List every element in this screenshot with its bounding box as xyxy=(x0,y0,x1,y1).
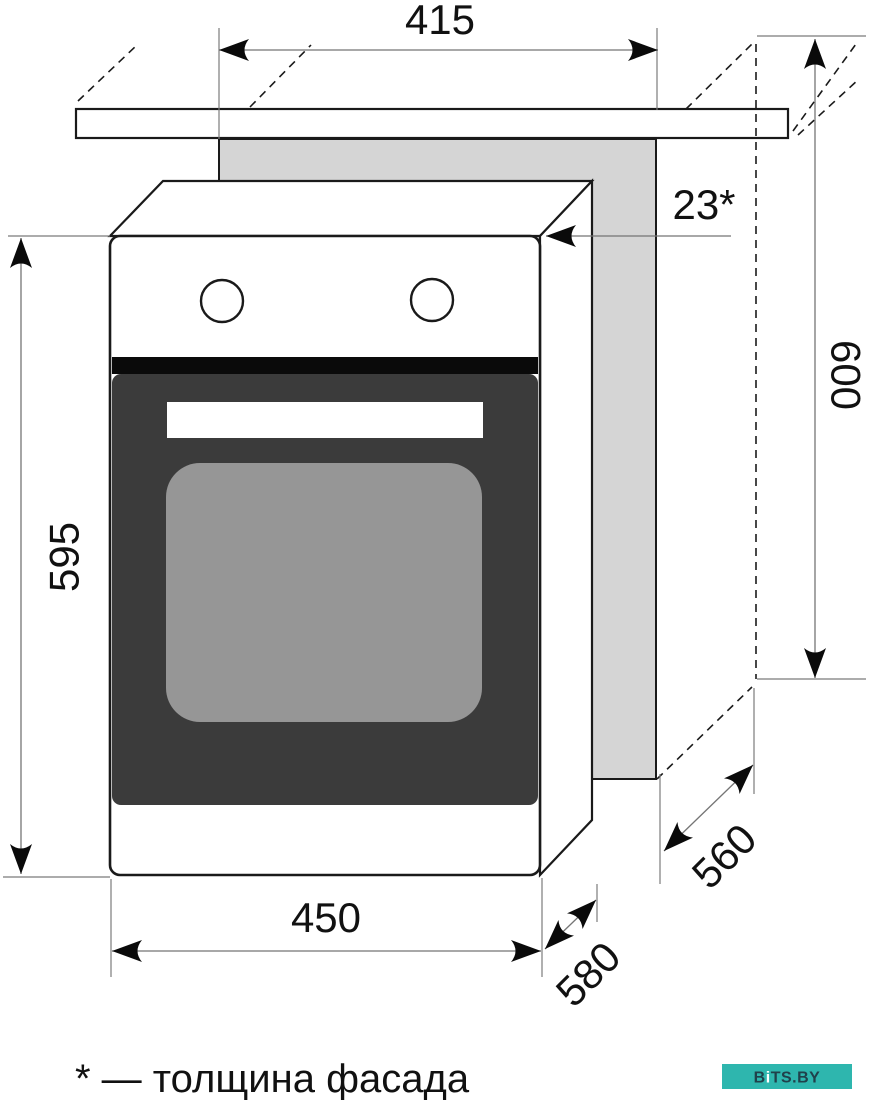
watermark-background xyxy=(722,1064,852,1089)
arrowhead-left xyxy=(219,39,249,61)
dimension-label-600: 600 xyxy=(822,340,869,410)
arrowhead-up xyxy=(10,238,32,268)
dashed-edge-right-2 xyxy=(792,43,857,132)
dimension-label-595: 595 xyxy=(41,522,88,592)
dimension-600: 600 xyxy=(757,35,869,680)
arrowhead-up xyxy=(804,39,826,69)
arrowhead-sw xyxy=(545,920,574,949)
door-vent-slot xyxy=(167,402,483,438)
oven xyxy=(107,178,595,878)
arrowhead-left xyxy=(546,225,576,247)
dimension-595: 595 xyxy=(3,235,110,878)
watermark-text: BiTS.BY xyxy=(754,1070,821,1087)
door-glass-window xyxy=(166,463,482,722)
arrowhead-ne xyxy=(567,900,596,929)
countertop xyxy=(74,107,790,140)
dashed-edge-right-3 xyxy=(797,78,860,136)
dimension-580: 580 xyxy=(544,884,630,1016)
watermark-badge: BiTS.BY xyxy=(722,1064,852,1089)
knob-right xyxy=(409,277,455,323)
arrowhead-left xyxy=(112,940,142,962)
oven-side-face xyxy=(538,178,594,878)
dimension-label-23: 23* xyxy=(672,181,735,228)
arrowhead-ne xyxy=(724,765,753,794)
dimension-560: 560 xyxy=(659,688,766,898)
control-panel-divider xyxy=(112,357,538,374)
dimension-415: 415 xyxy=(218,0,658,139)
dimension-label-560: 560 xyxy=(683,815,766,898)
footnote-facade-thickness: * — толщина фасада xyxy=(75,1057,470,1100)
dimension-label-580: 580 xyxy=(547,933,630,1016)
oven-top-face xyxy=(107,179,595,238)
dashed-edge-right-1 xyxy=(685,43,753,110)
dashed-niche-bottom-edge xyxy=(656,686,753,780)
arrowhead-down xyxy=(804,648,826,678)
dimension-23: 23* xyxy=(546,181,736,247)
knob-left xyxy=(199,278,245,324)
dimension-label-415: 415 xyxy=(405,0,475,43)
arrowhead-down xyxy=(10,844,32,874)
arrowhead-sw xyxy=(664,822,693,851)
dashed-edge-left-2 xyxy=(249,44,312,108)
arrowhead-right xyxy=(628,39,658,61)
dashed-edge-left-1 xyxy=(77,44,138,102)
dimension-450: 450 xyxy=(110,878,543,977)
hidden-edge-dashed-lines xyxy=(77,43,860,780)
arrowhead-right xyxy=(511,940,541,962)
dimension-label-450: 450 xyxy=(291,894,361,941)
